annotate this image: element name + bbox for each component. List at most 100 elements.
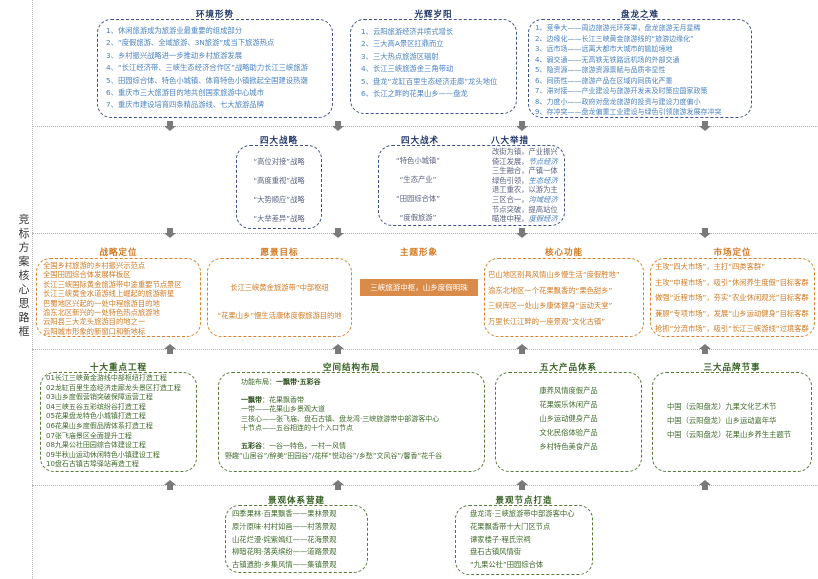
list-item: 四季果林·百果飘香——果林景观 (232, 509, 337, 518)
landscape-title: 景观体系营建 (267, 496, 325, 506)
list-item: 主攻“四大市场”，主打“四类客群” (655, 262, 765, 271)
products-title: 五大产品体系 (539, 363, 597, 373)
valley-items: 野趣“山居谷”/醉美“田园谷”/花样“悦动谷”/乡愁“文风谷”/馨香“花千谷 (225, 452, 484, 462)
glory-title: 光辉岁阳 (414, 10, 453, 20)
measure-text: 节点突破，提高站位 (492, 204, 558, 214)
list-item: 长江三峡黄金旅游带”中部枢纽 (230, 283, 329, 292)
arrow-down-icon (516, 121, 528, 131)
list-item: 1、云阳旅游经济井喷式增长 (361, 27, 454, 36)
list-item: 01长江三峡黄金游线中部枢纽打造工程 (46, 374, 167, 382)
list-item: 全国乡村旅游的乡村振兴示范点 (43, 261, 146, 270)
measures-list: 改街为镇，产业振兴倚江发展，节点经济三生融合，产镇一体绿色引领，生态经济退工重农… (492, 147, 558, 224)
arrow-up-icon (516, 480, 528, 490)
list-item: 6、同质性——旅游产品在区域内同质化严重 (535, 76, 673, 85)
arrow-up-icon (516, 344, 528, 354)
func-value: 一飘带·五彩谷 (276, 378, 321, 386)
products-box: 康养风情度假产品花果娱乐休闲产品山乡运动健身产品文化民俗体验产品乡村特色美食产品 (495, 372, 642, 472)
measure-line: 三区合一，沟域经济 (492, 195, 558, 205)
list-item: 3、三大热点旅游区辐射 (361, 51, 439, 61)
list-item: 全国田园综合体发展样板区 (43, 270, 131, 280)
tactics-list: “特色小城镇” “生态产业” “田园综合体” “度假旅游” (383, 151, 453, 227)
row-divider (32, 126, 818, 127)
list-item: “九果公社”田园综合体 (470, 560, 544, 570)
list-item: 7、重庆市建设培育四条精品游线、七大旅游品牌 (106, 100, 264, 110)
band-label: 一飘带 (241, 395, 262, 404)
list-item: 5、隐资源——旅游资源禀赋与品质非显性 (535, 66, 666, 74)
row-divider (32, 349, 818, 350)
list-item: 02龙缸百里生态经济走廊龙头景区打造工程 (46, 383, 181, 392)
measure-emphasis: 度假经济 (528, 214, 558, 224)
list-item: 三核心——张飞庙、盘石古镇、盘龙湾·三峡旅游带中部游客中心 (241, 414, 440, 423)
measure-line: 三生融合，产镇一体 (492, 166, 558, 176)
list-item: 2、边缘化——长江三峡黄金旅游线的“旅游边缘化” (535, 34, 694, 43)
events-title: 三大品牌节事 (703, 363, 761, 373)
list-item: “花果山乡”慢生活康体度假旅游目的地 (217, 311, 342, 320)
functions-box: 巴山地区别具风情山乡慢生活“度假胜地”渝东北地区一个花果飘香的“果色甜乡”三峡库… (484, 258, 644, 337)
list-item: 4、“长江经济带、三峡生态经济合作区”战略助力长江三峡旅游 (106, 63, 308, 73)
list-item: 05花果盘龙特色小城镇打造工程 (46, 412, 146, 421)
list-item: “大举差异”战略 (253, 214, 305, 223)
list-item: 花果娱乐休闲产品 (539, 400, 598, 409)
list-item: 山花烂漫·姹紫嫣红——花海景观 (232, 534, 337, 544)
list-item: 乡村特色美食产品 (539, 442, 598, 451)
theme-banner: 三峡旅游中枢，山乡度假明珠 (360, 279, 478, 296)
list-item: 5、田园综合体、特色小城镇、体育特色小镇掀起全国建设热潮 (106, 75, 308, 85)
band-items: 一带——花果山乡景观大道三核心——张飞庙、盘石古镇、盘龙湾·三峡旅游带中部游客中… (241, 405, 484, 434)
measure-text: 倚江发展， (492, 156, 529, 166)
list-item: 主攻“中程市场”，吸引“休闲养生度假”目标客群 (655, 277, 809, 287)
measure-text: 三区合一， (492, 194, 529, 204)
measure-emphasis: 节点经济 (528, 156, 558, 166)
list-item: 巴蜀地区兴起的一处中程旅游目的地 (43, 298, 160, 308)
list-item: 3、远市场——远离大都市大城市的尴尬境地 (535, 45, 673, 53)
list-item: 03山乡度假营销突破保障运营工程 (46, 393, 153, 402)
list-item: 柳暗花明·落英缤纷——道路景观 (232, 547, 337, 557)
tactics-measures-box: “特色小城镇” “生态产业” “田园综合体” “度假旅游” 改街为镇，产业振兴倚江发展… (378, 145, 565, 226)
measure-line: 瞄准中程，度假经济 (492, 214, 558, 224)
measure-line: 绿色引领，生态经济 (492, 176, 558, 186)
list-item: 长江三峡国际黄金旅游带中途重要节点景区 (43, 279, 182, 289)
list-item: 抢抓“分流市场”，吸引“长江三峡游线”过境客群 (655, 324, 809, 333)
vision-box: 长江三峡黄金旅游带”中部枢纽 “花果山乡”慢生活康体度假旅游目的地 (207, 258, 352, 337)
list-item: 云阳县三大龙头旅游目的地之一 (43, 317, 146, 327)
list-item: “田园综合体” (395, 194, 441, 203)
layout-box: 功能布局：一飘带·五彩谷 一飘带：花果飘香带 一带——花果山乡景观大道三核心——… (218, 372, 485, 472)
layout-title: 空间结构布局 (322, 363, 380, 373)
valley-value: ：一谷一特色，一村一风情 (262, 441, 346, 450)
arrow-down-icon (516, 228, 528, 238)
row-divider (32, 233, 818, 234)
list-item: 兼顾“专项市场”，发展“山乡运动健身”目标客群 (655, 308, 809, 318)
list-item: 十节点——五谷相连的十个入口节点 (241, 424, 353, 433)
measure-line: 改街为镇，产业振兴 (492, 147, 558, 157)
list-item: 野趣“山居谷”/醉美“田园谷”/花样“悦动谷”/乡愁“文风谷”/馨香“花千谷 (225, 451, 443, 460)
projects-title: 十大重点工程 (89, 363, 147, 373)
list-item: “特色小城镇” (395, 156, 441, 165)
list-item: 09半秋山运动休闲特色小镇建设工程 (46, 450, 160, 459)
arrow-up-icon (164, 480, 176, 490)
market-title: 市场定位 (713, 248, 752, 258)
functions-title: 核心功能 (544, 248, 583, 258)
list-item: 原汁原味·村村如画——村落景观 (232, 521, 337, 531)
list-item: “高位对接”战略 (253, 157, 305, 166)
measure-line: 倚江发展，节点经济 (492, 157, 558, 167)
list-item: 康养风情度假产品 (539, 386, 598, 395)
list-item: “生态产业” (399, 175, 437, 184)
list-item: 盘石古镇风情街 (470, 547, 522, 557)
arrow-down-icon (164, 121, 176, 131)
list-item: 07张飞庙景区全面提升工程 (46, 431, 132, 440)
list-item: 中国（云阳盘龙）花果山乡养生主题节 (667, 430, 792, 439)
vision-title: 愿景目标 (260, 248, 299, 258)
measure-text: 退工重农，以游为主 (492, 185, 558, 195)
list-item: 04三峡五谷五彩缤纷谷打造工程 (46, 402, 146, 411)
list-item: 6、长江之畔的花果山乡——盘龙 (361, 89, 468, 99)
arrow-down-icon (332, 121, 344, 131)
arrow-up-icon (332, 480, 344, 490)
list-item: 7、滞对接——产业建设与旅游开发未及时策应国家政策 (535, 87, 708, 95)
list-item: “度假旅游” (399, 213, 437, 222)
panlong-title: 盘龙之难 (620, 10, 659, 20)
environment-title: 环境形势 (195, 10, 234, 20)
arrow-down-icon (332, 228, 344, 238)
list-item: 10盘石古镇古埠驿站再造工程 (46, 460, 139, 469)
strategies-box: “高位对接”战略“高度重视”战略“大势顺应”战略“大举差异”战略 (236, 145, 322, 229)
